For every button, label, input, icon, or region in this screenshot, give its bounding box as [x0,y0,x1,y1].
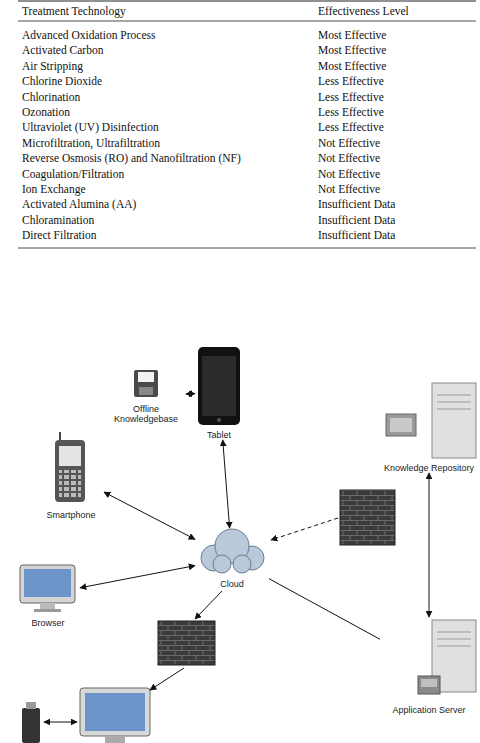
table-cell: Ion Exchange [22,182,86,196]
table-cell: Not Effective [318,151,380,165]
node-label: Smartphone [46,510,95,520]
browser-monitor-icon [20,565,75,612]
device-node: Tablet [195,345,243,440]
table-cell: Chloramination [22,213,94,227]
table-cell: Most Effective [318,43,386,57]
node-label: Cloud [220,579,244,589]
table-cell: Less Effective [318,105,384,119]
device-node: Offline Knowledgebase [106,368,186,424]
table-cell: Reverse Osmosis (RO) and Nanofiltration … [22,151,241,165]
table-cell: Most Effective [318,28,386,42]
table-cell: Ultraviolet (UV) Disinfection [22,120,159,134]
node-label: Application Server [392,705,465,715]
node-label: Browser [31,618,64,628]
table-cell: Not Effective [318,167,380,181]
connector [269,579,380,640]
application-server-icon [418,620,476,694]
usb-stick-icon [22,702,40,743]
table-rule [18,21,476,22]
connector [104,492,195,539]
table-cell: Activated Carbon [22,43,103,57]
device-node: Browser [16,560,80,628]
device-node: Smartphone [38,430,104,520]
connector [186,393,195,394]
device-node: Knowledge Repository [380,381,478,473]
connector [429,473,430,617]
table-header: Effectiveness Level [318,4,409,18]
device-node: Cloud [195,528,269,589]
table-cell: Less Effective [318,90,384,104]
wire [150,668,184,690]
tablet-icon [198,347,240,425]
table-rule [18,1,476,2]
table-cell: Insufficient Data [318,197,395,211]
table-cell: Less Effective [318,74,384,88]
table-cell: Chlorination [22,90,80,104]
wire [44,722,77,723]
node-label: Offline Knowledgebase [106,404,186,424]
table-rule [18,248,476,249]
firewall-icon [158,621,215,665]
table-cell: Most Effective [318,59,386,73]
table-cell: Advanced Oxidation Process [22,28,156,42]
node-label: Knowledge Repository [384,463,474,473]
table-cell: Less Effective [318,120,384,134]
table-cell: Insufficient Data [318,228,395,242]
smartphone-icon [55,432,85,502]
floppy-icon [134,370,158,397]
device-node: Application Server [380,617,478,715]
table-cell: Microfiltration, Ultrafiltration [22,136,160,150]
repository-server-icon [386,383,476,458]
dashed-wire [271,518,338,540]
table-cell: Chlorine Dioxide [22,74,102,88]
firewall-icon [340,490,395,545]
wire [195,591,222,619]
desktop-computer-icon [80,688,150,743]
table-cell: Ozonation [22,105,70,119]
table-header: Treatment Technology [22,4,126,18]
table-cell: Not Effective [318,136,380,150]
cloud-icon [201,529,264,573]
connector [223,440,230,528]
table-cell: Not Effective [318,182,380,196]
node-label: Tablet [207,430,231,440]
table-cell: Insufficient Data [318,213,395,227]
connector [80,566,195,588]
table-cell: Direct Filtration [22,228,96,242]
table-cell: Activated Alumina (AA) [22,197,136,211]
table-cell: Air Stripping [22,59,83,73]
table-cell: Coagulation/Filtration [22,167,124,181]
